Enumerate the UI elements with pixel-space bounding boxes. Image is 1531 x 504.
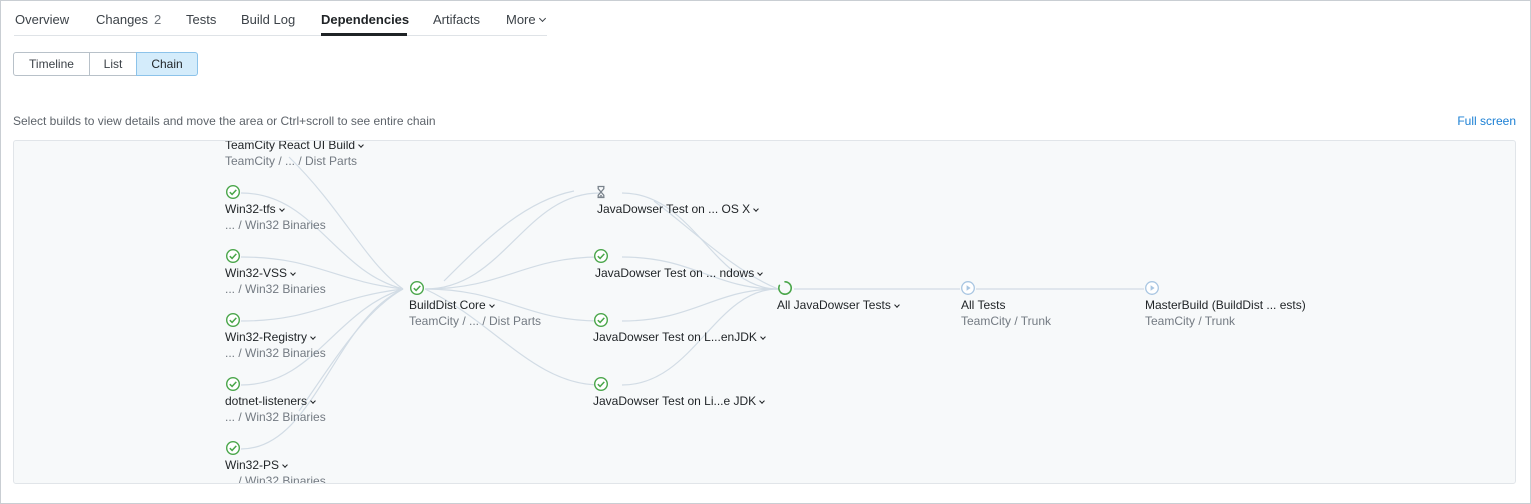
node-name: JavaDowser Test on ... ndows [595,266,755,280]
edge-win32-tfs [240,192,404,290]
view-chain-button[interactable]: Chain [136,52,198,76]
dependency-chain-graph[interactable]: TeamCity React UI Build TeamCity / ... /… [13,140,1516,484]
success-icon [225,440,241,456]
node-name: All JavaDowser Tests [777,298,891,312]
chevron-down-icon[interactable] [753,206,760,212]
node-path: TeamCity / Trunk [961,314,1052,328]
edge-win32-ps-b [298,288,404,412]
success-icon [225,312,241,328]
chevron-down-icon[interactable] [290,270,296,276]
chevron-down-icon[interactable] [759,398,766,404]
success-icon [409,280,425,296]
chevron-down-icon[interactable] [358,142,364,148]
chevron-down-icon[interactable] [282,462,288,468]
node-path: TeamCity / ... / Dist Parts [409,314,542,328]
success-icon [225,376,241,392]
node-teamcity-react-ui-build[interactable]: TeamCity React UI Build TeamCity / ... /… [225,140,364,169]
tab-more[interactable]: More [506,12,546,27]
chevron-down-icon[interactable] [760,334,766,340]
success-icon [225,248,241,264]
edge-core-windows [424,256,601,290]
node-javadowser-windows[interactable]: JavaDowser Test on ... ndows [595,265,764,281]
edge-react-ui [288,156,404,290]
chevron-down-icon[interactable] [757,270,764,276]
tab-changes[interactable]: Changes 2 [96,12,161,27]
active-tab-indicator [321,33,407,36]
tab-changes-label: Changes [96,12,149,27]
node-name: JavaDowser Test on Li...e JDK [593,394,757,408]
node-name: Win32-VSS [225,266,288,280]
tab-artifacts[interactable]: Artifacts [433,12,480,27]
node-javadowser-linux-jdk[interactable]: JavaDowser Test on Li...e JDK [593,393,766,409]
view-list-button[interactable]: List [89,52,137,76]
full-screen-link[interactable]: Full screen [1457,114,1516,128]
edge-dotnet-listeners [240,288,404,386]
node-win32-tfs[interactable]: Win32-tfs ... / Win32 Binaries [225,201,326,233]
node-path: ... / Win32 Binaries [225,346,326,360]
build-tabs: Overview Changes 2 Tests Build Log Depend… [14,0,547,36]
tab-dependencies[interactable]: Dependencies [321,12,410,27]
edge-osx-cross [653,200,779,290]
node-name: Win32-PS [225,458,280,472]
tab-more-label: More [506,12,536,27]
edge-openjdk-all [621,288,779,322]
edge-core-up [443,190,575,282]
edge-windows-all [621,256,779,290]
node-win32-ps[interactable]: Win32-PS ... / Win32 Binaries [225,457,326,484]
tab-build-log[interactable]: Build Log [241,12,296,27]
node-javadowser-openjdk[interactable]: JavaDowser Test on L...enJDK [593,329,766,345]
node-path: TeamCity / ... / Dist Parts [225,154,358,168]
node-all-tests[interactable]: All Tests TeamCity / Trunk [961,297,1051,329]
node-win32-registry[interactable]: Win32-Registry ... / Win32 Binaries [225,329,326,361]
node-dotnet-listeners[interactable]: dotnet-listeners ... / Win32 Binaries [225,393,326,425]
edge-linuxjdk-all [621,288,779,386]
chevron-down-icon[interactable] [893,302,900,308]
node-name: All Tests [961,298,1006,312]
node-name: MasterBuild (BuildDist ... ests) [1145,298,1306,312]
node-path: ... / Win32 Binaries [225,282,326,296]
node-name: dotnet-listeners [225,394,308,408]
dependency-edges [240,156,1144,450]
node-path: ... / Win32 Binaries [225,218,326,232]
chevron-down-icon[interactable] [278,206,285,212]
node-path: ... / Win32 Binaries [225,410,326,424]
view-mode-switcher: Timeline List Chain [13,52,198,76]
edge-win32-registry [240,288,404,322]
success-icon [593,248,609,264]
play-circle-icon [1145,281,1159,295]
tab-tests[interactable]: Tests [186,12,217,27]
chevron-down-icon [538,14,546,23]
chevron-down-icon[interactable] [310,398,316,404]
node-javadowser-osx[interactable]: JavaDowser Test on ... OS X [597,201,760,217]
node-name: JavaDowser Test on L...enJDK [593,330,757,344]
edge-win32-ps [240,288,404,450]
edge-core-osx [424,192,601,290]
node-name: TeamCity React UI Build [225,140,356,152]
edge-core-linuxjdk [424,288,601,386]
view-timeline-button[interactable]: Timeline [13,52,90,76]
chevron-down-icon[interactable] [310,334,316,340]
edge-win32-vss [240,256,404,290]
node-name: Win32-tfs [225,202,276,216]
node-all-javadowser-tests[interactable]: All JavaDowser Tests [777,297,900,313]
changes-count-badge: 2 [154,12,162,27]
node-path: ... / Win32 Binaries [225,474,326,484]
success-icon [225,184,241,200]
node-name: Win32-Registry [225,330,308,344]
running-spinner-icon [778,280,793,295]
tab-overview[interactable]: Overview [15,12,70,27]
success-icon [593,312,609,328]
node-builddist-core[interactable]: BuildDist Core TeamCity / ... / Dist Par… [409,297,541,329]
hourglass-icon [597,185,605,199]
success-icon [593,376,609,392]
chevron-down-icon[interactable] [488,302,495,308]
node-name: JavaDowser Test on ... OS X [597,202,751,216]
chain-hint-text: Select builds to view details and move t… [13,114,436,128]
node-win32-vss[interactable]: Win32-VSS ... / Win32 Binaries [225,265,326,297]
play-circle-icon [961,281,975,295]
node-path: TeamCity / Trunk [1145,314,1236,328]
node-masterbuild[interactable]: MasterBuild (BuildDist ... ests) TeamCit… [1145,297,1306,329]
node-name: BuildDist Core [409,298,486,312]
edge-core-openjdk [424,288,601,322]
